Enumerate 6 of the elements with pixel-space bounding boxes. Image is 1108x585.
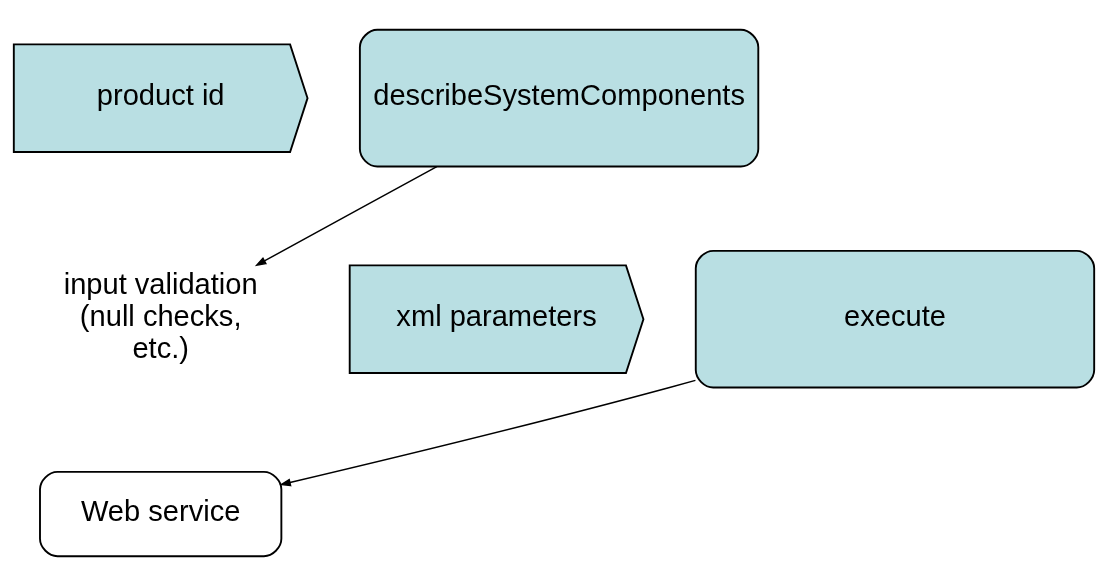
node-text: input validation (null checks, etc.) xyxy=(63,267,258,364)
arrow xyxy=(279,379,697,486)
arrow xyxy=(254,165,438,266)
node-box: execute xyxy=(694,249,1096,388)
node-box: describeSystemComponents xyxy=(358,28,760,167)
node-box: Web service xyxy=(39,470,283,557)
